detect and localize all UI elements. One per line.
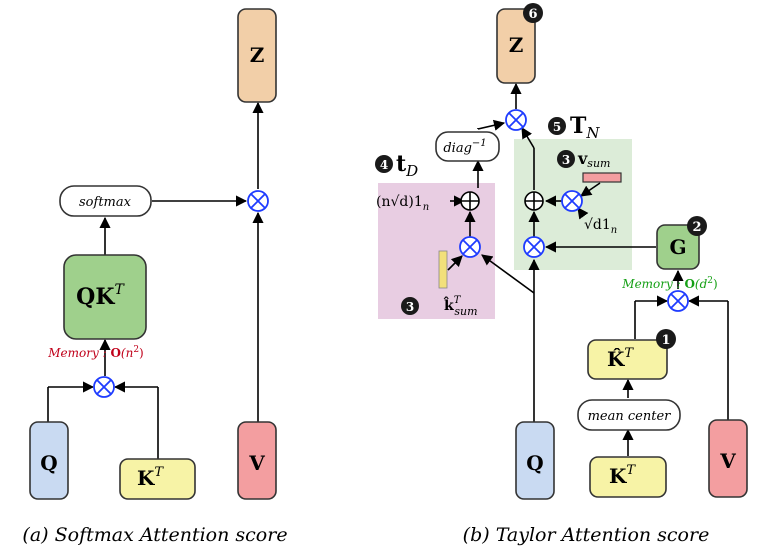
vsum-vector xyxy=(582,172,622,183)
vsum-label: 3 vsum xyxy=(557,149,610,170)
mean-center-block xyxy=(577,399,681,431)
v-label-left: V xyxy=(248,451,265,475)
badge-1: 1 xyxy=(656,329,676,349)
matmul-op-right-top xyxy=(505,109,527,131)
svg-text:vsum: vsum xyxy=(577,149,610,170)
g-label: G xyxy=(669,235,686,259)
qkt-label: QKT xyxy=(76,282,125,310)
ksum-to-mult-arrow xyxy=(447,255,463,271)
plus-to-mult-line-b xyxy=(521,127,535,149)
diag-to-mult-arrow xyxy=(477,119,506,131)
z-block-right xyxy=(496,8,536,84)
v-block-left xyxy=(237,421,277,500)
matmul-op-vsum xyxy=(561,190,583,212)
matmul-op-right-bottom xyxy=(667,290,689,312)
svg-text:3: 3 xyxy=(406,300,414,314)
z-block-left xyxy=(237,8,277,103)
badge-2: 2 xyxy=(687,216,707,236)
svg-text:1: 1 xyxy=(661,333,670,348)
softmax-label: softmax xyxy=(79,195,132,210)
memory-annotation-left: Memory : O(n2) xyxy=(47,345,143,360)
matmul-op-left-bottom xyxy=(93,376,115,398)
badge-3-ksum: 3 xyxy=(401,297,419,315)
q-block-right xyxy=(515,421,555,500)
qkt-block xyxy=(63,254,147,340)
v-label-right: V xyxy=(719,449,736,473)
khat-label: K̂T xyxy=(607,346,634,371)
add-op-tn xyxy=(524,191,544,211)
matmul-op-left-top xyxy=(247,190,269,212)
kt-block-left xyxy=(119,458,196,500)
q-block-left xyxy=(29,421,69,500)
caption-right: (b) Taylor Attention score xyxy=(463,524,710,546)
q-to-ksum-mult-arrow xyxy=(481,254,535,294)
v-block-right xyxy=(708,419,748,498)
nsqrtd-label: (n√d)1n xyxy=(376,194,429,213)
td-label: 4 tD xyxy=(375,151,418,180)
svg-text:4: 4 xyxy=(380,158,388,172)
g-block xyxy=(656,224,700,270)
mean-center-label: mean center xyxy=(588,409,672,424)
q-label-left: Q xyxy=(40,451,57,475)
add-op-td xyxy=(460,191,480,211)
z-label-left: Z xyxy=(250,43,265,67)
q-label-right: Q xyxy=(526,451,543,475)
matmul-op-td xyxy=(459,236,481,258)
kt-block-right xyxy=(589,456,667,498)
z-label-right: Z xyxy=(509,33,524,57)
memory-annotation-right: Memory : O(d2) xyxy=(621,276,717,291)
svg-text:6: 6 xyxy=(528,7,537,22)
matmul-op-g xyxy=(523,236,545,258)
sqrtd-label: √d1n xyxy=(584,217,617,236)
kt-label-right: KT xyxy=(609,463,636,488)
caption-left: (a) Softmax Attention score xyxy=(22,524,287,546)
softmax-block xyxy=(59,185,152,217)
vsum-to-mult-arrow xyxy=(580,182,601,197)
khat-block xyxy=(587,339,668,380)
svg-text:2: 2 xyxy=(692,220,701,235)
svg-text:3: 3 xyxy=(562,153,570,167)
tn-label: 5 TN xyxy=(548,113,600,142)
kt-label-left: KT xyxy=(137,465,164,490)
svg-text:5: 5 xyxy=(553,120,561,134)
svg-text:tD: tD xyxy=(396,151,418,180)
ksum-vector xyxy=(438,250,448,289)
diag-inverse-block xyxy=(435,131,500,162)
badge-6: 6 xyxy=(523,3,543,23)
diag-inverse-label: diag−1 xyxy=(443,138,486,156)
svg-text:TN: TN xyxy=(570,113,600,142)
